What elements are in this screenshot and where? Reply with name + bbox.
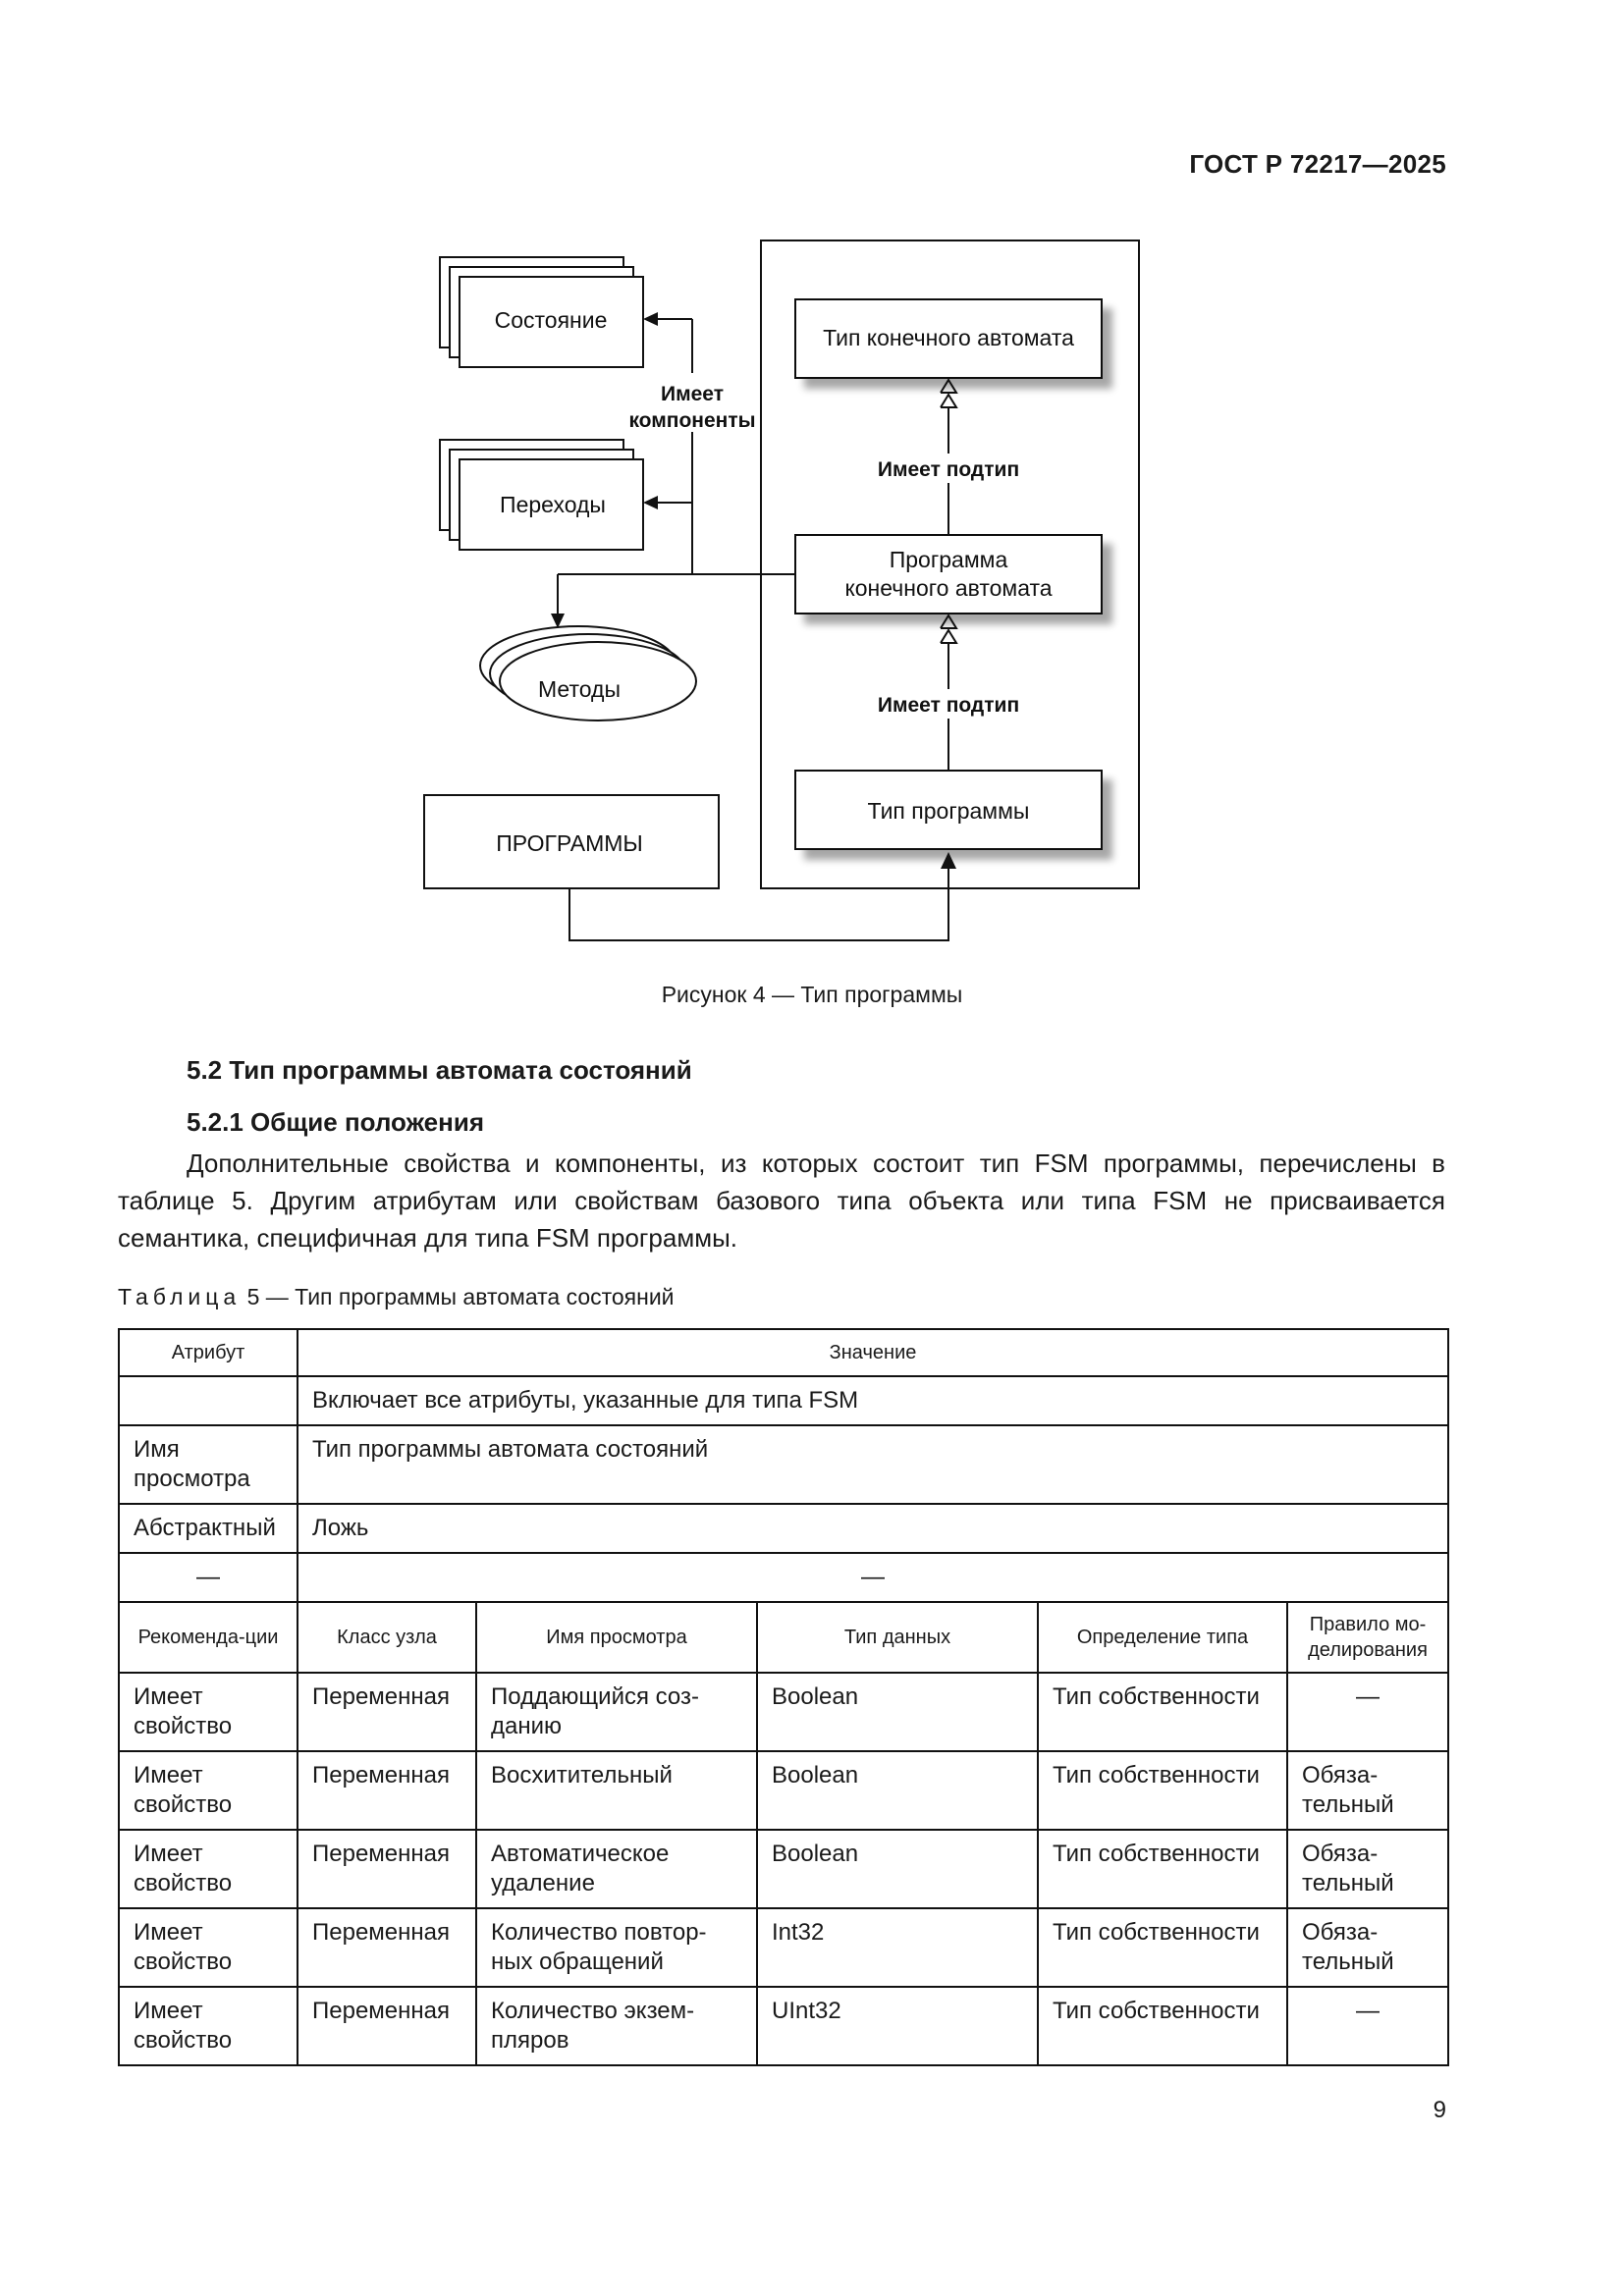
program-type-node: Тип программы — [794, 770, 1103, 850]
document-header: ГОСТ Р 72217—2025 — [1189, 149, 1446, 179]
data-type-cell: Int32 — [756, 1907, 1039, 1988]
fsm-type-node: Тип конечного автомата — [794, 298, 1103, 379]
attr-cell — [118, 1375, 298, 1426]
table-row: Включает все атрибуты, указанные для тип… — [118, 1375, 1450, 1426]
programs-label: ПРОГРАММЫ — [496, 830, 643, 856]
col-header-references: Рекоменда-ции — [118, 1601, 298, 1674]
table-row: Имеет свойство Переменная Восхитительный… — [118, 1750, 1450, 1831]
data-type-cell: Boolean — [756, 1672, 1039, 1752]
intro-paragraph: Дополнительные свойства и компоненты, из… — [118, 1148, 1445, 1253]
data-type-cell: UInt32 — [756, 1986, 1039, 2066]
subsection-heading: 5.2.1 Общие положения — [187, 1107, 484, 1137]
col-header-type-definition: Определение типа — [1037, 1601, 1288, 1674]
figure-caption: Рисунок 4 — Тип программы — [661, 982, 963, 1007]
programs-node: ПРОГРАММЫ — [423, 794, 720, 889]
fsm-program-label-1: Программа — [890, 547, 1008, 572]
has-components-label-1: Имеет — [661, 383, 724, 405]
transitions-node: Переходы — [439, 439, 644, 551]
label-bg — [864, 454, 1036, 483]
type-definition-cell: Тип собственности — [1037, 1672, 1288, 1752]
table-caption-text: 5 — Тип программы автомата состояний — [241, 1284, 675, 1309]
table-row: Имеет свойство Переменная Количество экз… — [118, 1986, 1450, 2066]
arrowhead — [643, 496, 658, 509]
browse-name-cell: Поддающийся соз-данию — [475, 1672, 758, 1752]
methods-node: Методы — [479, 625, 697, 721]
references-header-row: Рекоменда-ции Класс узла Имя просмотра Т… — [118, 1601, 1450, 1674]
node-class-cell: Переменная — [297, 1750, 477, 1831]
attr-cell: Имя просмотра — [118, 1424, 298, 1505]
attributes-table: Атрибут Значение Включает все атрибуты, … — [118, 1328, 1450, 2066]
browse-name-cell: Количество повтор-ных обращений — [475, 1907, 758, 1988]
type-container — [760, 240, 1140, 889]
col-header-browse-name: Имя просмотра — [475, 1601, 758, 1674]
browse-name-cell: Восхитительный — [475, 1750, 758, 1831]
node-class-cell: Переменная — [297, 1672, 477, 1752]
references-cell: Имеет свойство — [118, 1829, 298, 1909]
label-bg — [864, 689, 1036, 719]
references-cell: Имеет свойство — [118, 1672, 298, 1752]
col-header-attribute: Атрибут — [118, 1328, 298, 1377]
state-node: Состояние — [439, 256, 644, 368]
methods-label: Методы — [538, 676, 621, 702]
table-caption: Таблица 5 — Тип программы автомата состо… — [118, 1284, 675, 1310]
arrowhead — [551, 614, 565, 628]
table-row: Абстрактный Ложь — [118, 1503, 1450, 1554]
type-definition-cell: Тип собственности — [1037, 1986, 1288, 2066]
table-header-row: Атрибут Значение — [118, 1328, 1450, 1377]
modelling-rule-cell: Обяза-тельный — [1285, 1907, 1450, 1988]
has-components-label-2: компоненты — [628, 409, 755, 432]
node-class-cell: Переменная — [297, 1986, 477, 2066]
type-definition-cell: Тип собственности — [1037, 1750, 1288, 1831]
table-row: Имя просмотра Тип программы автомата сос… — [118, 1424, 1450, 1505]
browse-name-cell: Количество экзем-пляров — [475, 1986, 758, 2066]
table-row: — — — [118, 1552, 1450, 1603]
fsm-program-node: Программа конечного автомата — [794, 534, 1103, 614]
has-components-connectors — [557, 318, 795, 616]
arrowhead — [643, 312, 658, 326]
transitions-label: Переходы — [500, 492, 606, 517]
value-cell: Ложь — [296, 1503, 1450, 1554]
fsm-type-label: Тип конечного автомата — [823, 325, 1074, 350]
table-caption-prefix: Таблица — [118, 1284, 242, 1309]
page-number: 9 — [1433, 2097, 1446, 2123]
program-type-label: Тип программы — [868, 798, 1030, 824]
col-header-node-class: Класс узла — [297, 1601, 477, 1674]
table-row: Имеет свойство Переменная Поддающийся со… — [118, 1672, 1450, 1752]
value-cell: — — [296, 1552, 1450, 1603]
has-subtype-label-1: Имеет подтип — [878, 458, 1019, 481]
col-header-value: Значение — [296, 1328, 1450, 1377]
table-row: Имеет свойство Переменная Количество пов… — [118, 1907, 1450, 1988]
node-class-cell: Переменная — [297, 1907, 477, 1988]
value-cell: Тип программы автомата состояний — [296, 1424, 1450, 1505]
arrowhead — [941, 852, 956, 869]
references-cell: Имеет свойство — [118, 1907, 298, 1988]
table-row: Имеет свойство Переменная Автоматическое… — [118, 1829, 1450, 1909]
section-heading: 5.2 Тип программы автомата состояний — [187, 1055, 692, 1085]
data-type-cell: Boolean — [756, 1750, 1039, 1831]
modelling-rule-cell: Обяза-тельный — [1285, 1750, 1450, 1831]
browse-name-cell: Автоматическое удаление — [475, 1829, 758, 1909]
modelling-rule-cell: — — [1285, 1986, 1450, 2066]
col-header-modelling-rule: Правило мо-делирования — [1285, 1601, 1450, 1674]
modelling-rule-cell: Обяза-тельный — [1285, 1829, 1450, 1909]
fsm-program-label-2: конечного автомата — [844, 575, 1052, 601]
references-cell: Имеет свойство — [118, 1986, 298, 2066]
col-header-data-type: Тип данных — [756, 1601, 1039, 1674]
modelling-rule-cell: — — [1285, 1672, 1450, 1752]
references-cell: Имеет свойство — [118, 1750, 298, 1831]
type-definition-cell: Тип собственности — [1037, 1907, 1288, 1988]
attr-cell: Абстрактный — [118, 1503, 298, 1554]
has-subtype-label-2: Имеет подтип — [878, 694, 1019, 717]
label-bg — [633, 373, 751, 432]
data-type-cell: Boolean — [756, 1829, 1039, 1909]
state-label: Состояние — [495, 307, 608, 333]
type-definition-cell: Тип собственности — [1037, 1829, 1288, 1909]
attr-cell: — — [118, 1552, 298, 1603]
figure-diagram: Состояние Переходы Методы ПРОГРАММЫ Тип … — [423, 240, 1140, 941]
node-class-cell: Переменная — [297, 1829, 477, 1909]
value-cell: Включает все атрибуты, указанные для тип… — [296, 1375, 1450, 1426]
